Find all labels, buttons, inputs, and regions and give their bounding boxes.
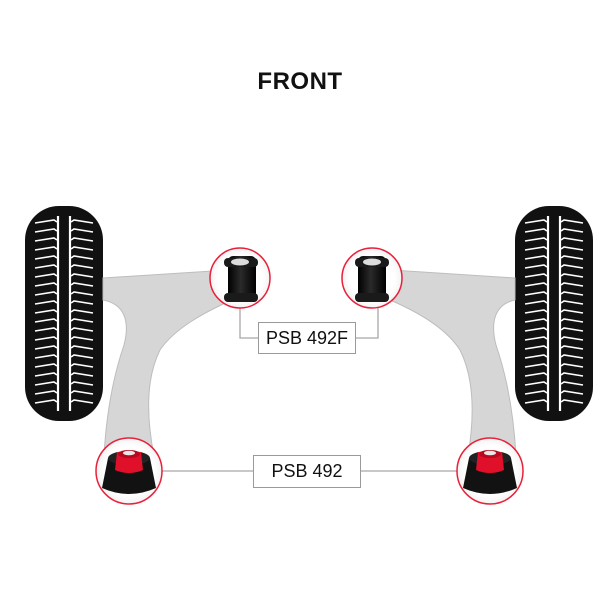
part-label-rear-bush: PSB 492	[253, 455, 361, 488]
part-label-front-bush: PSB 492F	[258, 322, 356, 354]
bush-rear-right	[456, 437, 524, 505]
bush-front-right	[341, 247, 403, 309]
leader-line-front-left	[239, 305, 258, 339]
tyre-right-icon	[515, 206, 593, 421]
bush-front-left	[209, 247, 271, 309]
bush-icon	[355, 256, 389, 302]
control-arm-right	[389, 269, 517, 457]
bush-icon	[463, 450, 517, 494]
bush-insert-icon	[476, 450, 504, 473]
bush-icon	[102, 450, 156, 494]
bush-insert-icon	[115, 450, 143, 473]
diagram-title: FRONT	[257, 68, 343, 95]
leader-lines	[162, 305, 460, 472]
control-arm-left	[102, 269, 233, 457]
leader-line-front-right	[356, 305, 379, 339]
bush-icon	[224, 256, 258, 302]
bush-rear-left	[95, 437, 163, 505]
tyre-left-icon	[25, 206, 103, 421]
